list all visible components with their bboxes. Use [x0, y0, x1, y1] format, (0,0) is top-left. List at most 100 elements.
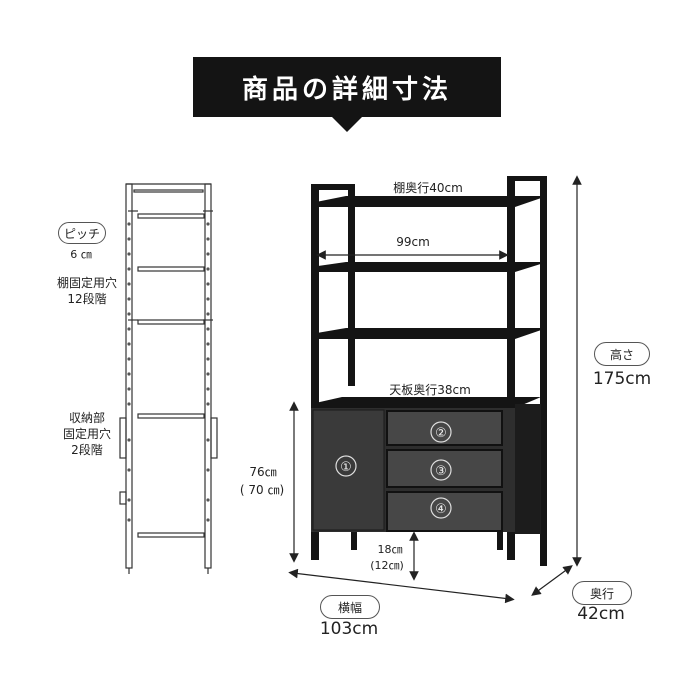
side-post-front: [125, 183, 133, 569]
fixing-hole-14: [127, 468, 131, 472]
pitch-label: ピッチ: [63, 226, 100, 241]
width-badge: 横幅: [320, 595, 380, 619]
post-right: [507, 176, 515, 560]
fixing-hole-9: [127, 357, 131, 361]
depth-label: 奥行: [589, 586, 614, 601]
compartment-3-label: ③: [435, 464, 447, 479]
fixing-hole-31: [206, 468, 210, 472]
fixing-hole-29: [206, 402, 210, 406]
shelf-3: [311, 328, 547, 339]
compartment-1-circle: [335, 455, 357, 477]
side-post-rear: [204, 183, 212, 569]
fixing-hole-27: [206, 372, 210, 376]
storage-holes-line1: 収納部: [68, 411, 105, 425]
shelf-1: [311, 196, 547, 207]
cabinet-side: [515, 404, 541, 534]
fixing-hole-32: [206, 498, 210, 502]
compartment-3-circle: [430, 459, 452, 481]
fixing-hole-26: [206, 357, 210, 361]
fixing-hole-3: [127, 267, 131, 271]
side-elevation: [119, 183, 218, 574]
fixing-hole-17: [206, 222, 210, 226]
dim-depth: [531, 565, 573, 596]
drawer-2: [386, 410, 503, 446]
shelf-2: [311, 262, 547, 272]
fixing-hole-7: [127, 327, 131, 331]
width-label: 横幅: [337, 600, 362, 615]
fixing-hole-2: [127, 252, 131, 256]
side-shelf-2: [137, 266, 205, 272]
cabinet-top: [311, 397, 541, 408]
fixing-hole-25: [206, 342, 210, 346]
shelf-unit: ① ② ③ ④: [311, 176, 547, 566]
compartment-2-circle: [430, 421, 452, 443]
side-shelf-bottom: [137, 532, 205, 538]
fixing-hole-15: [127, 498, 131, 502]
title-pointer-arrow: [331, 116, 363, 132]
fixing-hole-1: [127, 237, 131, 241]
compartment-4-label: ④: [435, 502, 447, 517]
post-left: [311, 186, 319, 560]
pitch-value: 6 ㎝: [70, 248, 92, 261]
side-shelf-1: [137, 213, 205, 219]
post-left-rear: [348, 186, 355, 386]
leg-height-label: 18㎝: [377, 543, 403, 556]
fixing-hole-5: [127, 297, 131, 301]
height-badge: 高さ: [594, 342, 650, 366]
fixing-hole-8: [127, 342, 131, 346]
foot-left-rear: [351, 532, 357, 550]
side-fixing-holes: [127, 222, 210, 522]
side-shelf-4: [137, 413, 205, 419]
leg-height-alt-label: (12㎝): [370, 559, 404, 572]
depth-badge: 奥行: [572, 581, 632, 605]
shelf-holes-line1: 棚固定用穴: [56, 276, 117, 290]
cabinet-height-alt-label: ( 70 ㎝): [239, 483, 285, 497]
shelf-holes-line2: 12段階: [67, 292, 107, 306]
fixing-hole-12: [127, 402, 131, 406]
depth-value: 42cm: [577, 604, 625, 624]
fixing-hole-30: [206, 438, 210, 442]
compartment-2-label: ②: [435, 426, 447, 441]
fixing-hole-19: [206, 252, 210, 256]
storage-holes-line3: 2段階: [71, 443, 103, 457]
dimension-lines: [288, 175, 582, 604]
fixing-hole-4: [127, 282, 131, 286]
side-storage-bracket-1: [119, 417, 127, 459]
fixing-hole-16: [127, 518, 131, 522]
top-depth-label: 天板奥行38cm: [389, 383, 471, 397]
foot-right-front: [497, 532, 503, 550]
fixing-hole-28: [206, 387, 210, 391]
fixing-hole-20: [206, 267, 210, 271]
fixing-hole-24: [206, 327, 210, 331]
fixing-hole-0: [127, 222, 131, 226]
fixing-hole-13: [127, 438, 131, 442]
compartment-4-circle: [430, 497, 452, 519]
page-title: 商品の詳細寸法: [193, 57, 501, 117]
fixing-hole-11: [127, 387, 131, 391]
height-label: 高さ: [609, 347, 634, 362]
fixing-hole-18: [206, 237, 210, 241]
inner-width-label: 99cm: [396, 235, 430, 249]
shelf-depth-label: 棚奥行40cm: [393, 181, 463, 195]
cabinet-door: [312, 409, 385, 531]
pitch-badge: ピッチ: [58, 222, 106, 244]
post-right-rear: [540, 176, 547, 566]
fixing-hole-10: [127, 372, 131, 376]
fixing-hole-6: [127, 312, 131, 316]
dim-width: [288, 568, 515, 604]
height-value: 175cm: [592, 369, 652, 389]
cabinet-height-label: 76㎝: [249, 465, 277, 479]
side-shelf-3: [137, 319, 205, 325]
compartment-1-label: ①: [340, 460, 352, 475]
side-top-inner: [133, 189, 204, 193]
side-storage-bracket-2: [119, 491, 127, 505]
width-value: 103cm: [319, 619, 379, 639]
fixing-hole-21: [206, 282, 210, 286]
drawer-3: [386, 449, 503, 488]
fixing-hole-33: [206, 518, 210, 522]
storage-holes-line2: 固定用穴: [62, 427, 111, 441]
fixing-hole-23: [206, 312, 210, 316]
fixing-hole-22: [206, 297, 210, 301]
